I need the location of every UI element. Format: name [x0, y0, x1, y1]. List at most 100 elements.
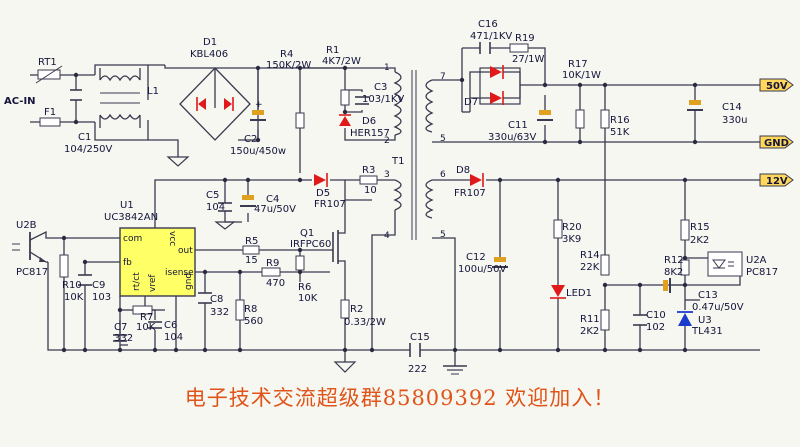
label-c13: C13 [698, 290, 718, 301]
label-d1-value: KBL406 [190, 49, 228, 60]
label-d8: D8 [456, 165, 470, 176]
c11-capacitor [537, 110, 553, 121]
r17-resistor [575, 109, 585, 129]
c15-capacitor [409, 343, 421, 357]
u3-tl431-regulator [677, 311, 693, 326]
u2a-optocoupler-led [707, 251, 743, 277]
c3-capacitor [355, 96, 369, 105]
label-r7: R7 [140, 312, 153, 323]
c10-capacitor [633, 314, 647, 326]
u2b-optocoupler-transistor [12, 230, 85, 263]
label-c10: C10 [646, 310, 666, 321]
label-r8-value: 560 [244, 316, 263, 327]
label-c13-value: 0.47u/50V [692, 302, 744, 313]
label-r17: R17 [568, 59, 588, 70]
label-c8-value: 332 [210, 307, 229, 318]
label-c16: C16 [478, 19, 498, 30]
label-d6: D6 [362, 116, 376, 127]
ground-symbol-secondary [443, 350, 467, 375]
f1-fuse [39, 117, 61, 127]
label-r8: R8 [244, 304, 257, 315]
label-c10-value: 102 [646, 322, 665, 333]
group-banner-text: 电子技术交流超级群85809392 欢迎加入！ [184, 386, 616, 410]
r20-resistor [553, 219, 563, 239]
r5-resistor [242, 245, 260, 255]
label-u2b: U2B [16, 220, 37, 231]
label-c2-value: 150u/450w [230, 146, 286, 157]
r2-resistor [340, 299, 350, 319]
label-r16: R16 [610, 115, 630, 126]
label-d6-value: HER157 [350, 128, 390, 139]
pin-fb: fb [123, 258, 132, 268]
label-u3-value: TL431 [691, 326, 723, 337]
label-r6-value: 10K [298, 293, 318, 304]
label-out-gnd: GND [764, 138, 789, 149]
r19-resistor [509, 43, 529, 53]
r6-resistor [295, 255, 305, 271]
label-r16-value: 51K [610, 127, 630, 138]
label-r5-value: 15 [245, 255, 258, 266]
ground-symbol-primary [166, 156, 190, 167]
r4-resistor [295, 112, 305, 129]
c9-capacitor [78, 274, 92, 286]
pin-isense: isense [165, 268, 194, 278]
c8-capacitor [198, 292, 212, 304]
label-r14: R14 [580, 250, 600, 261]
label-r9: R9 [266, 258, 279, 269]
label-d5-value: FR107 [314, 199, 346, 210]
q1-mosfet [330, 222, 346, 280]
label-c16-value: 471/1KV [470, 31, 512, 42]
label-rt1: RT1 [38, 57, 57, 68]
label-r15-value: 2K2 [690, 235, 709, 246]
label-u3: U3 [698, 315, 712, 326]
output-tag-12v [759, 173, 794, 187]
label-r11: R11 [580, 314, 600, 325]
label-c1-value: 104/250V [64, 144, 113, 155]
label-q1: Q1 [300, 228, 314, 239]
label-r9-value: 470 [266, 278, 285, 289]
label-d5: D5 [316, 188, 330, 199]
c1-capacitor [70, 89, 82, 101]
label-c3-value: 103/1KV [362, 94, 404, 105]
d1-bridge-rectifier [179, 67, 251, 141]
label-pin6: 6 [440, 170, 446, 180]
d7-dual-diode [469, 65, 521, 112]
label-c6: C6 [164, 320, 177, 331]
c6-capacitor [148, 321, 162, 329]
label-pin4: 4 [384, 231, 390, 241]
label-u2b-value: PC817 [16, 267, 48, 278]
label-c3: C3 [374, 82, 387, 93]
label-c6-value: 104 [164, 332, 183, 343]
label-c7-value: 332 [114, 333, 133, 344]
r3-resistor [359, 175, 378, 185]
label-pin1: 1 [384, 63, 390, 73]
label-out-50v: 50V [766, 81, 788, 92]
label-c12-value: 100u/50V [458, 264, 507, 275]
label-d7: D7 [464, 97, 478, 108]
pin-gnd: gnd [184, 273, 194, 290]
d8-diode [470, 173, 484, 187]
label-r5: R5 [245, 236, 258, 247]
c13-capacitor [663, 278, 671, 293]
label-c1: C1 [78, 132, 91, 143]
label-r12-value: 8K2 [664, 267, 683, 278]
ground-symbol-controller [214, 221, 236, 230]
pin-vcc: vcc [167, 231, 177, 246]
pin-vref: vref [148, 274, 158, 292]
label-r15: R15 [690, 222, 710, 233]
label-acin: AC-IN [4, 96, 36, 107]
label-r4-value: 150K/2W [266, 60, 311, 71]
label-c5: C5 [206, 190, 219, 201]
label-c14-value: 330u [722, 115, 747, 126]
output-tag-50v [759, 78, 794, 92]
label-c9-value: 103 [92, 292, 111, 303]
label-c12: C12 [466, 252, 486, 263]
r16-resistor [600, 109, 610, 129]
label-r7-value: 10K [136, 322, 156, 333]
label-out-12v: 12V [766, 176, 788, 187]
pin-out: out [178, 246, 193, 256]
label-r19: R19 [515, 33, 535, 44]
label-pin3: 3 [384, 170, 390, 180]
label-c11: C11 [508, 120, 528, 131]
